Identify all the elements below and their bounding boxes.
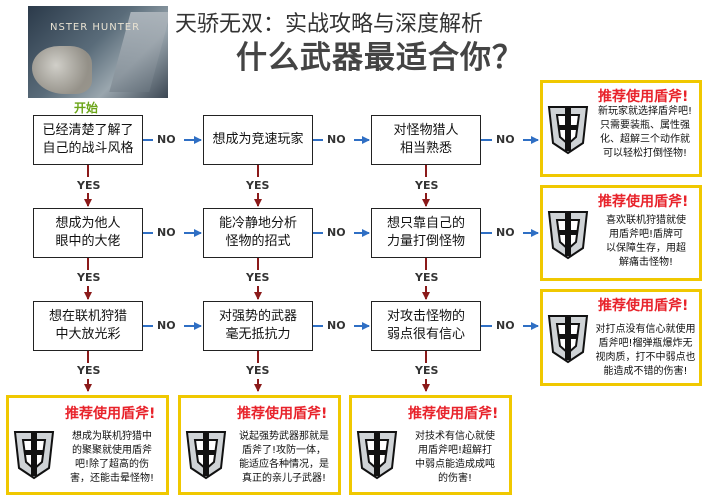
question-box: 想成为竞速玩家	[203, 115, 313, 165]
flow-wire-layer	[84, 136, 539, 392]
recommend-text: 对技术有信心就使 用盾斧吧!超解打 中弱点能造成成吨 的伤害!	[415, 431, 495, 484]
page-subtitle: 天骄无双：实战攻略与深度解析	[175, 12, 484, 37]
yes-label: YES	[246, 364, 270, 377]
recommend-title: 推荐使用盾斧!	[237, 406, 328, 422]
recommend-title: 推荐使用盾斧!	[65, 406, 156, 422]
game-logo: NSTER HUNTER	[50, 22, 141, 33]
no-label: NO	[157, 319, 176, 332]
recommend-title: 推荐使用盾斧!	[598, 194, 689, 210]
page-title: 什么武器最适合你？	[236, 40, 524, 76]
recommend-text: 对打点没有信心就使用 盾斧吧!榴弹瓶爆炸无 视肉质，打不中弱点也 能造成不错的伤…	[595, 324, 696, 377]
yes-label: YES	[77, 271, 101, 284]
banner-monster	[32, 46, 92, 94]
no-label: NO	[496, 319, 515, 332]
no-label: NO	[157, 226, 176, 239]
no-label: NO	[327, 319, 346, 332]
no-label: NO	[327, 226, 346, 239]
question-box: 已经清楚了解了 自己的战斗风格	[33, 115, 143, 165]
shield-axe-icon	[185, 431, 227, 480]
yes-label: YES	[246, 271, 270, 284]
recommend-text: 想成为联机狩猎中 的聚聚就使用盾斧 吧!除了超高的伤 害，还能击晕怪物!	[69, 431, 154, 484]
question-box: 对攻击怪物的 弱点很有信心	[371, 301, 481, 351]
no-label: NO	[327, 133, 346, 146]
yes-label: YES	[415, 364, 439, 377]
shield-axe-icon	[356, 431, 398, 480]
question-box: 想在联机狩猎 中大放光彩	[33, 301, 143, 351]
recommend-card: 推荐使用盾斧! 对技术有信心就使 用盾斧吧!超解打 中弱点能造成成吨 的伤害!	[349, 395, 512, 495]
question-box: 对怪物猎人 相当熟悉	[371, 115, 481, 165]
shield-axe-icon	[547, 315, 589, 364]
recommend-text: 新玩家就选择盾斧吧! 只需要装瓶、属性强 化、超解三个动作就 可以轻松打倒怪物!	[597, 106, 692, 159]
recommend-text: 喜欢联机狩猎就使 用盾斧吧!盾牌可 以保障生存，用超 解痛击怪物!	[606, 215, 686, 268]
recommend-title: 推荐使用盾斧!	[598, 298, 689, 314]
yes-label: YES	[415, 179, 439, 192]
shield-axe-icon	[13, 431, 55, 480]
recommend-text: 说起强势武器那就是 盾斧了!攻防一体， 能适应各种情况，是 真正的亲儿子武器!	[239, 431, 329, 484]
recommend-card: 推荐使用盾斧! 对打点没有信心就使用 盾斧吧!榴弹瓶爆炸无 视肉质，打不中弱点也…	[540, 289, 702, 386]
question-box: 能冷静地分析 怪物的招式	[203, 208, 313, 258]
recommend-card: 推荐使用盾斧! 说起强势武器那就是 盾斧了!攻防一体， 能适应各种情况，是 真正…	[178, 395, 341, 495]
no-label: NO	[157, 133, 176, 146]
recommend-card: 推荐使用盾斧! 想成为联机狩猎中 的聚聚就使用盾斧 吧!除了超高的伤 害，还能击…	[6, 395, 169, 495]
shield-axe-icon	[547, 211, 589, 260]
yes-label: YES	[77, 179, 101, 192]
shield-axe-icon	[547, 106, 589, 155]
yes-label: YES	[77, 364, 101, 377]
question-box: 对强势的武器 毫无抵抗力	[203, 301, 313, 351]
game-banner: NSTER HUNTER	[28, 6, 168, 98]
yes-label: YES	[415, 271, 439, 284]
recommend-card: 推荐使用盾斧! 新玩家就选择盾斧吧! 只需要装瓶、属性强 化、超解三个动作就 可…	[540, 80, 702, 177]
question-box: 想只靠自己的 力量打倒怪物	[371, 208, 481, 258]
no-label: NO	[496, 226, 515, 239]
start-label: 开始	[74, 101, 99, 115]
recommend-title: 推荐使用盾斧!	[598, 89, 689, 105]
recommend-card: 推荐使用盾斧! 喜欢联机狩猎就使 用盾斧吧!盾牌可 以保障生存，用超 解痛击怪物…	[540, 185, 702, 281]
question-box: 想成为他人 眼中的大佬	[33, 208, 143, 258]
no-label: NO	[496, 133, 515, 146]
recommend-title: 推荐使用盾斧!	[408, 406, 499, 422]
yes-label: YES	[246, 179, 270, 192]
